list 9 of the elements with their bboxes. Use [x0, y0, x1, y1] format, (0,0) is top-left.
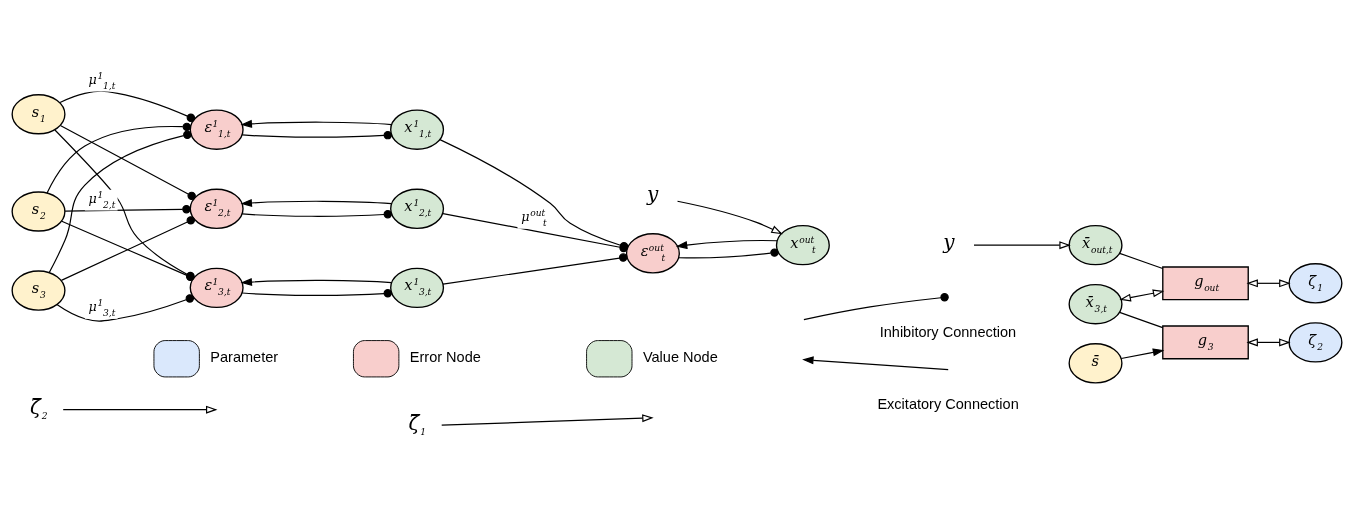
legend-label: Excitatory Connection — [877, 395, 1019, 412]
node-text: ζ̄$_{2}$ — [29, 394, 48, 421]
legend-label: Inhibitory Connection — [879, 323, 1017, 340]
legend-label: Value Node — [642, 348, 718, 365]
node-text: y — [943, 229, 955, 254]
node-text: y — [647, 181, 659, 206]
legend-label: Parameter — [210, 348, 279, 365]
node-text: ζ̄$_{1}$ — [408, 410, 427, 437]
legend-label: Error Node — [409, 348, 481, 365]
